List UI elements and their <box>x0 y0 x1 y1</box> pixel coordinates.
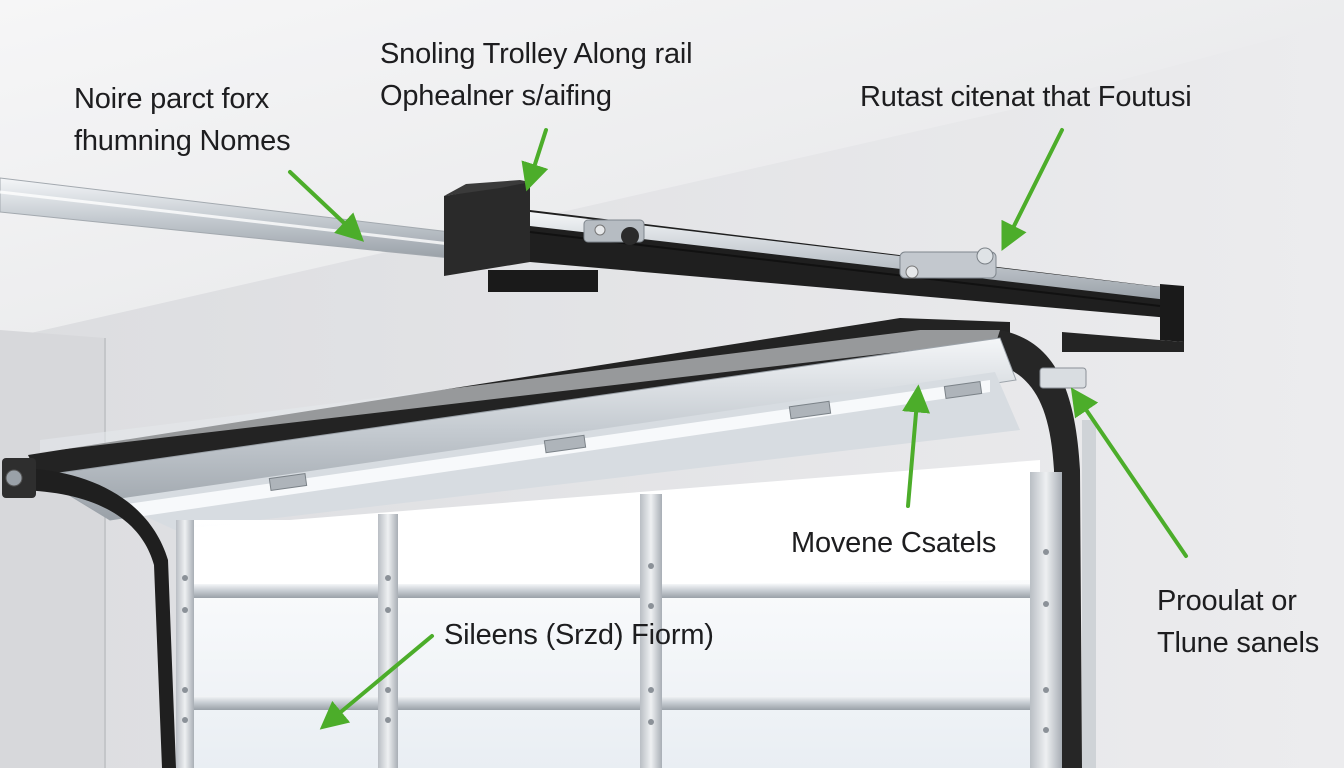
callout-note-middle: Movene Csatels <box>791 522 996 564</box>
arrow-note-left <box>288 170 365 242</box>
callout-note-bottom: Sileens (Srzd) Fiorm) <box>444 614 714 656</box>
callout-line: Tlune sanels <box>1157 627 1320 659</box>
callout-note-far-right: Prooulat or Tlune sanels <box>1157 580 1319 664</box>
opener-motor-head <box>444 180 598 292</box>
arrow-note-far-right <box>1070 387 1188 558</box>
top-door-section <box>36 337 1017 521</box>
callout-line: Prooulat or <box>1157 585 1297 617</box>
arrow-note-middle <box>902 384 931 508</box>
callout-line: Rutast citenat that Foutusi <box>860 81 1192 113</box>
callout-line: Noire parct forx <box>74 83 270 115</box>
opener-rail <box>529 210 1184 352</box>
ceiling <box>0 0 1344 340</box>
callout-line: Ophealner s/aifing <box>380 80 612 112</box>
trolley-right <box>899 247 997 279</box>
arrow-note-top <box>521 128 549 192</box>
callout-note-right: Rutast citenat that Foutusi <box>860 76 1192 118</box>
callout-line: Movene Csatels <box>791 527 997 559</box>
annotation-arrows <box>288 128 1188 730</box>
callout-note-top: Snoling Trolley Along rail Ophealner s/a… <box>380 33 693 117</box>
callout-line: Snoling Trolley Along rail <box>380 38 693 70</box>
left-wall <box>0 330 105 768</box>
callout-line: Sileens (Srzd) Fiorm) <box>444 619 714 651</box>
callout-note-left: Noire parct forx fhumning Nomes <box>74 78 291 162</box>
arrow-note-right <box>1001 128 1064 252</box>
trolley-left <box>583 219 645 245</box>
arrow-note-bottom <box>319 634 434 730</box>
callout-line: fhumning Nomes <box>74 125 291 157</box>
